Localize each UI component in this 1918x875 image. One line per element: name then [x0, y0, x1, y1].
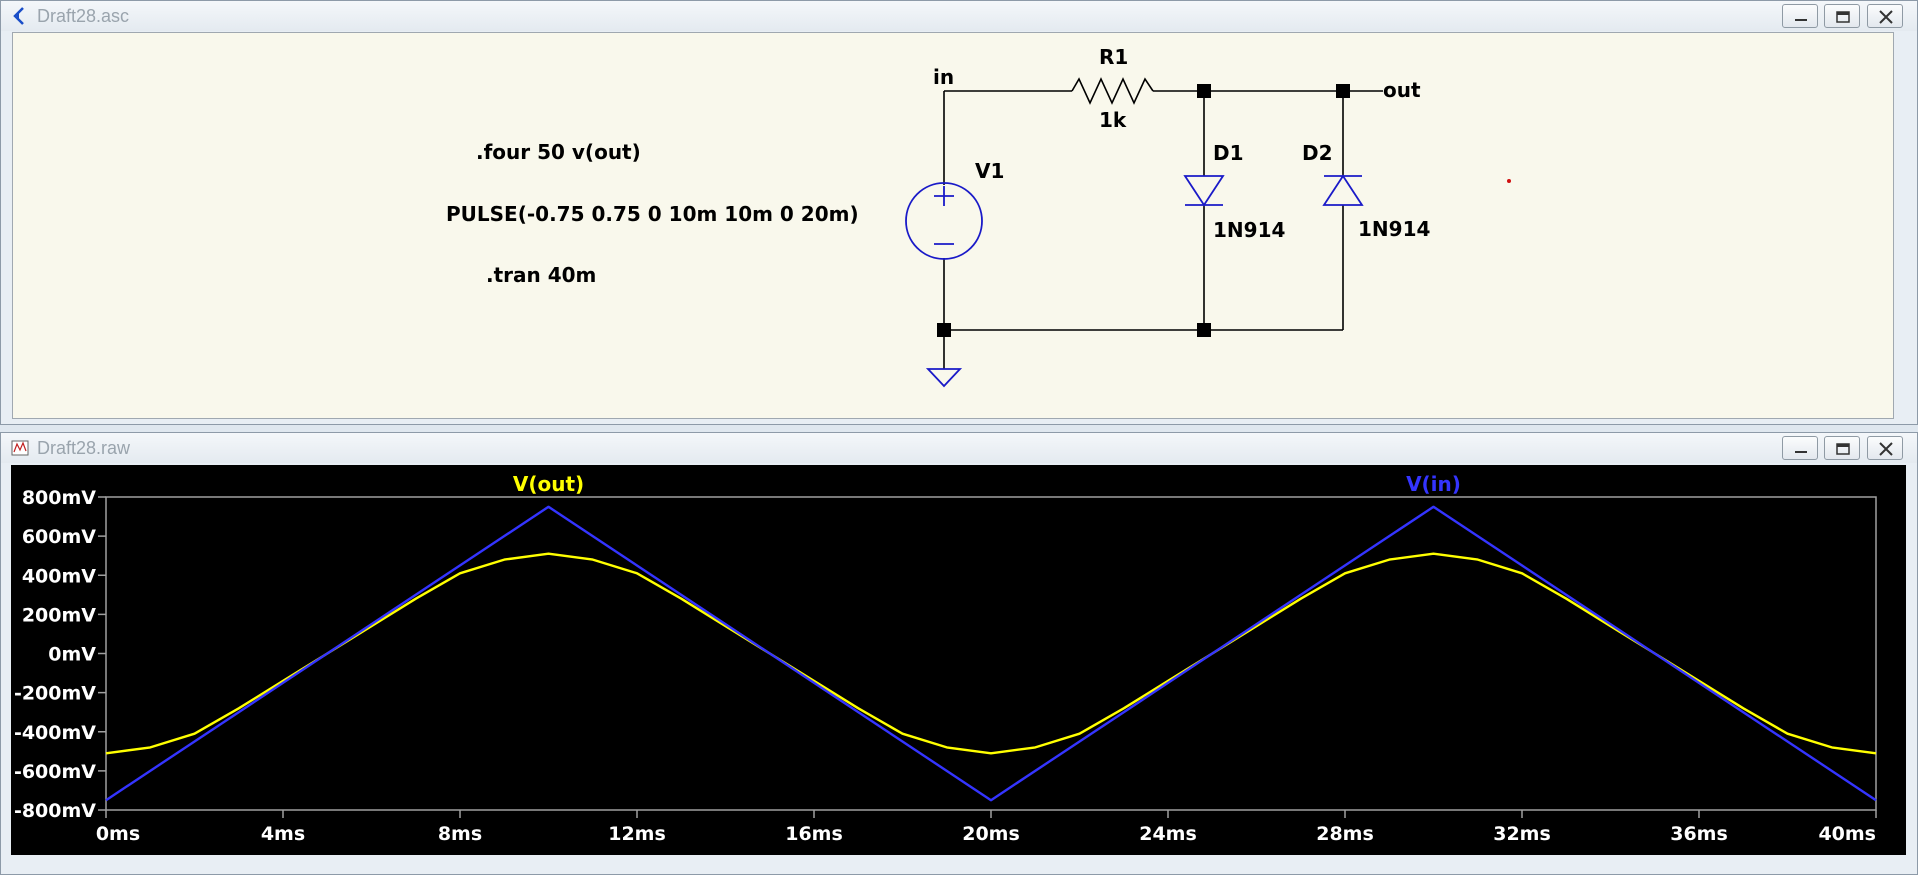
x-tick-label: 28ms [1316, 823, 1374, 845]
maximize-button[interactable] [1824, 4, 1860, 28]
d2-model[interactable]: 1N914 [1358, 217, 1430, 241]
restore-icon [1836, 11, 1850, 23]
trace-label[interactable]: V(in) [1406, 472, 1461, 496]
tran-directive[interactable]: .tran 40m [486, 263, 596, 287]
waveform-plot[interactable]: 800mV 600mV 400mV 200mV 0mV -200mV -400mV -600m… [11, 465, 1906, 855]
x-tick-label: 40ms [1818, 823, 1876, 845]
pulse-directive[interactable]: PULSE(-0.75 0.75 0 10m 10m 0 20m) [446, 202, 859, 226]
junction-dot [1336, 84, 1350, 98]
junction-dot [937, 323, 951, 337]
schematic-window: Draft28.asc .four 50 v(out) PULSE(-0.75 … [0, 0, 1918, 425]
diode-d1[interactable] [1183, 175, 1225, 207]
waveform-file-icon [11, 440, 29, 456]
x-tick-label: 32ms [1493, 823, 1551, 845]
trace-label[interactable]: V(out) [513, 472, 584, 496]
maximize-button[interactable] [1824, 436, 1860, 460]
waveform-title: Draft28.raw [37, 438, 131, 458]
x-tick-label: 24ms [1139, 823, 1197, 845]
y-tick-label: -400mV [14, 722, 96, 744]
y-tick-label: 0mV [48, 644, 96, 666]
minimize-button[interactable] [1782, 436, 1818, 460]
y-tick-label: 200mV [22, 604, 96, 626]
ltspice-icon [13, 7, 24, 25]
close-button[interactable] [1867, 436, 1903, 460]
d1-model[interactable]: 1N914 [1213, 218, 1285, 242]
close-icon [1879, 442, 1893, 456]
y-tick-label: 800mV [22, 487, 96, 509]
x-tick-label: 16ms [785, 823, 843, 845]
voltage-source-v1[interactable] [905, 182, 983, 260]
diode-d2[interactable] [1322, 174, 1364, 206]
y-tick-label: 400mV [22, 565, 96, 587]
net-label-out[interactable]: out [1383, 78, 1421, 102]
x-tick-label: 0ms [96, 823, 140, 845]
close-icon [1879, 10, 1893, 24]
waveform-titlebar[interactable]: Draft28.raw [1, 433, 1917, 463]
x-tick-label: 4ms [261, 823, 305, 845]
minimize-icon [1795, 19, 1807, 21]
y-tick-label: 600mV [22, 526, 96, 548]
y-tick-label: -600mV [14, 761, 96, 783]
r1-label[interactable]: R1 [1099, 45, 1128, 69]
cursor-dot [1507, 179, 1511, 183]
plus-sign-icon [934, 186, 954, 206]
four-directive[interactable]: .four 50 v(out) [476, 140, 641, 164]
plot-frame [105, 496, 1877, 811]
r1-value[interactable]: 1k [1099, 108, 1127, 132]
schematic-titlebar[interactable]: Draft28.asc [1, 1, 1917, 31]
minimize-icon [1795, 451, 1807, 453]
d2-label[interactable]: D2 [1302, 141, 1333, 165]
y-tick-label: -200mV [14, 683, 96, 705]
resistor-r1[interactable] [1071, 77, 1154, 105]
y-tick-label: -800mV [14, 800, 96, 822]
x-tick-label: 8ms [438, 823, 482, 845]
ground-icon[interactable] [925, 368, 963, 388]
wires[interactable] [943, 90, 1383, 369]
d1-label[interactable]: D1 [1213, 141, 1244, 165]
x-tick-label: 20ms [962, 823, 1020, 845]
minimize-button[interactable] [1782, 4, 1818, 28]
restore-icon [1836, 443, 1850, 455]
junction-dot [1197, 323, 1211, 337]
schematic-title: Draft28.asc [37, 6, 130, 26]
x-tick-label: 36ms [1670, 823, 1728, 845]
close-button[interactable] [1867, 4, 1903, 28]
net-label-in[interactable]: in [933, 65, 954, 89]
series-line-v-in-[interactable] [105, 505, 1877, 802]
v1-label[interactable]: V1 [975, 159, 1004, 183]
junction-dot [1197, 84, 1211, 98]
series-line-v-out-[interactable] [105, 552, 1877, 755]
schematic-canvas[interactable]: .four 50 v(out) PULSE(-0.75 0.75 0 10m 1… [12, 32, 1894, 419]
x-tick-label: 12ms [608, 823, 666, 845]
junctions [937, 84, 1350, 337]
